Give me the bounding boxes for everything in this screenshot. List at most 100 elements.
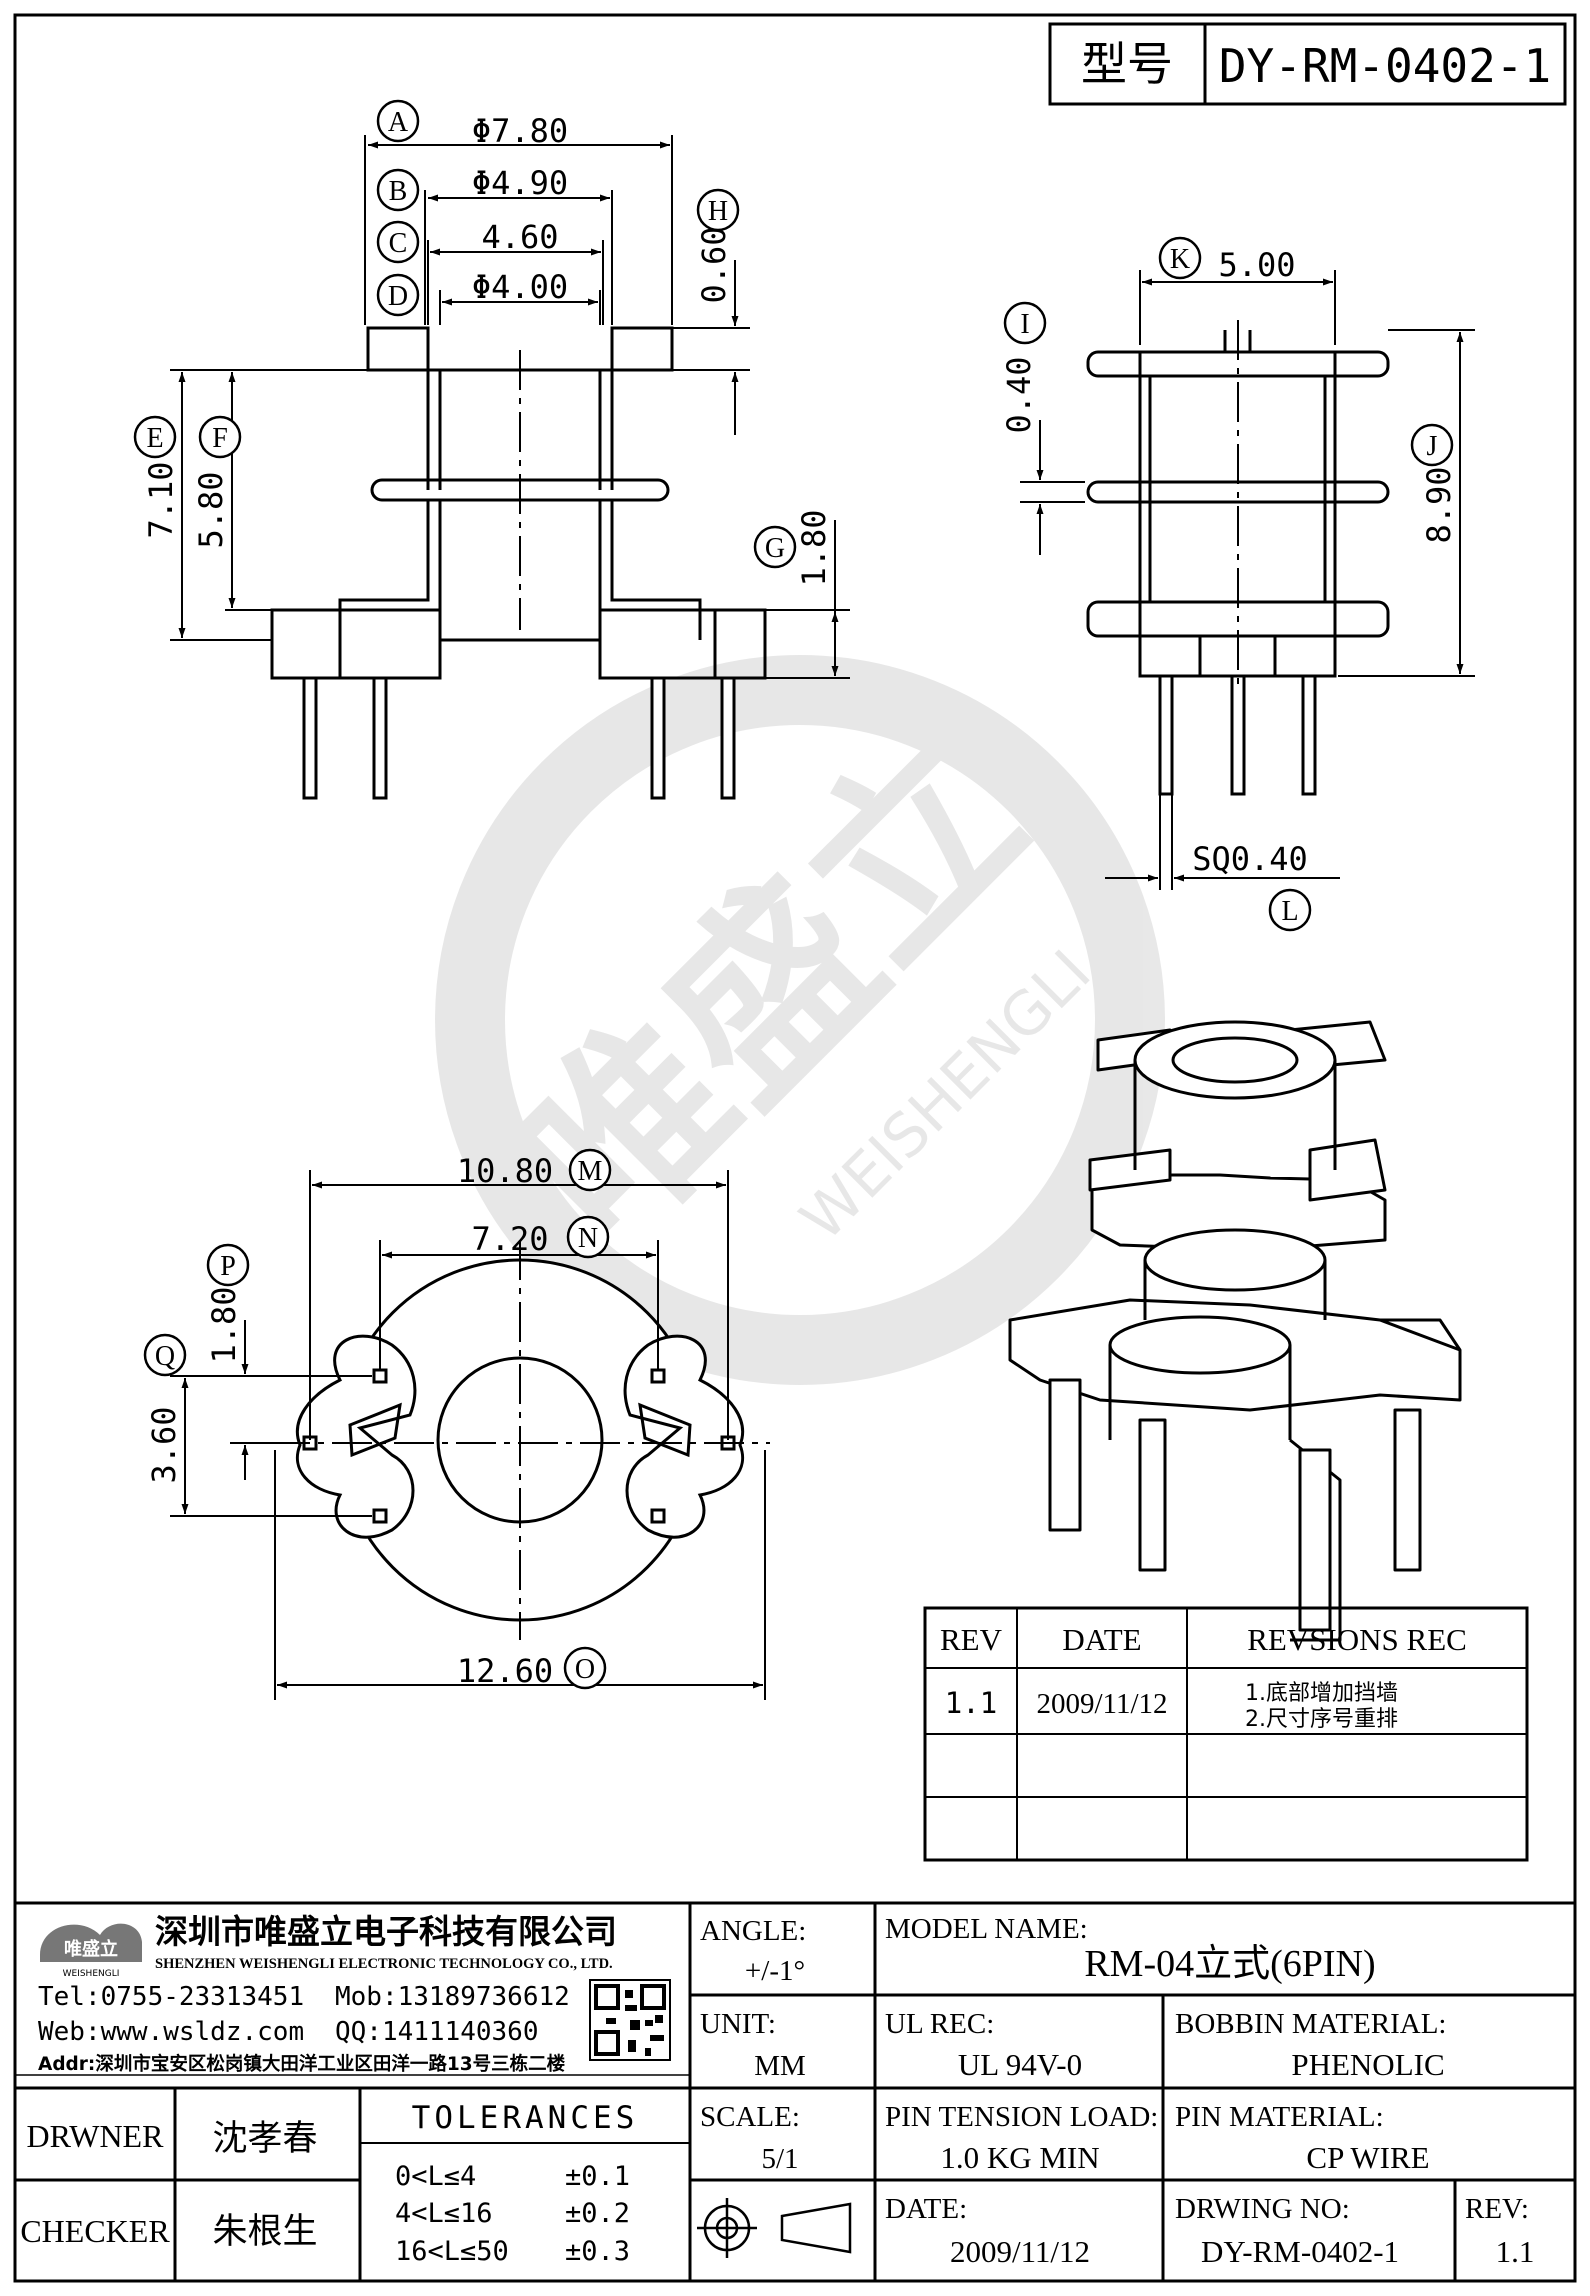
callout-b: B bbox=[376, 168, 420, 212]
dim-a-value: Φ7.80 bbox=[472, 112, 568, 150]
tolerance-value: ±0.2 bbox=[565, 2198, 630, 2229]
callout-q: Q bbox=[143, 1333, 187, 1377]
top-tab-left bbox=[366, 326, 430, 372]
ul-label: UL REC: bbox=[885, 2008, 994, 2040]
tolerance-value: ±0.3 bbox=[565, 2236, 630, 2267]
svg-text:M: M bbox=[578, 1156, 603, 1187]
svg-text:P: P bbox=[220, 1251, 236, 1282]
company-qq: QQ:1411140360 bbox=[335, 2017, 539, 2047]
company-web: Web:www.wsldz.com bbox=[38, 2017, 304, 2047]
revision-table: REV DATE REVSIONS REC 1.1 2009/11/12 1.底… bbox=[923, 1606, 1529, 1862]
revision-rec-1: 1.底部增加挡墙 bbox=[1245, 1681, 1398, 1706]
dim-i-value: 0.40 bbox=[1000, 356, 1038, 433]
tolerance-range: 4<L≤16 bbox=[395, 2198, 493, 2229]
date-col-header: DATE bbox=[1062, 1622, 1141, 1657]
dim-g-value: 1.80 bbox=[795, 509, 833, 586]
svg-text:C: C bbox=[389, 228, 408, 259]
pin-tension-value: 1.0 KG MIN bbox=[940, 2140, 1099, 2175]
company-name-en: SHENZHEN WEISHENGLI ELECTRONIC TECHNOLOG… bbox=[155, 1956, 613, 1972]
callout-e: E bbox=[133, 415, 177, 459]
svg-text:O: O bbox=[575, 1654, 595, 1685]
date-label: DATE: bbox=[885, 2193, 967, 2225]
dim-b-value: Φ4.90 bbox=[472, 164, 568, 202]
svg-text:E: E bbox=[146, 423, 163, 454]
side-view bbox=[1020, 270, 1475, 890]
tolerances-title: TOLERANCES bbox=[412, 2100, 639, 2136]
dim-h-value: 0.60 bbox=[695, 226, 733, 303]
qr-code bbox=[589, 1979, 671, 2061]
checker-name: 朱根生 bbox=[212, 2212, 317, 2252]
logo-text: 唯盛立 bbox=[64, 1938, 118, 1960]
isometric-view bbox=[1008, 1020, 1462, 1642]
unit-label: UNIT: bbox=[700, 2008, 776, 2040]
svg-text:B: B bbox=[389, 176, 408, 207]
rec-col-header: REVSIONS REC bbox=[1247, 1622, 1467, 1657]
model-label: MODEL NAME: bbox=[885, 1913, 1088, 1945]
svg-text:A: A bbox=[388, 107, 409, 138]
dim-j-value: 8.90 bbox=[1420, 466, 1458, 543]
logo-subtext: WEISHENGLI bbox=[63, 1969, 120, 1979]
dim-c-value: 4.60 bbox=[481, 218, 558, 256]
revision-row: 1.1 2009/11/12 1.底部增加挡墙 2.尺寸序号重排 bbox=[945, 1681, 1398, 1732]
date-value: 2009/11/12 bbox=[950, 2234, 1090, 2269]
projection-symbol-icon bbox=[697, 2198, 852, 2258]
drawer-name: 沈孝春 bbox=[212, 2119, 317, 2159]
svg-text:Q: Q bbox=[155, 1341, 175, 1372]
company-name-cn: 深圳市唯盛立电子科技有限公司 bbox=[155, 1912, 617, 1951]
tolerance-row: 0<L≤4 ±0.1 bbox=[395, 2161, 630, 2192]
dim-n-value: 7.20 bbox=[471, 1220, 548, 1258]
bobbin-material-label: BOBBIN MATERIAL: bbox=[1175, 2008, 1446, 2040]
dim-l-value: SQ0.40 bbox=[1192, 840, 1308, 878]
type-label: 型号 bbox=[1081, 37, 1173, 91]
callout-a: A bbox=[376, 99, 420, 143]
tolerance-row: 16<L≤50 ±0.3 bbox=[395, 2236, 630, 2267]
callout-h: H bbox=[696, 188, 740, 232]
header-part-number: DY-RM-0402-1 bbox=[1219, 39, 1551, 93]
pin-tension-label: PIN TENSION LOAD: bbox=[885, 2101, 1158, 2133]
callout-d: D bbox=[376, 273, 420, 317]
dim-e-value: 7.10 bbox=[142, 461, 180, 538]
tolerance-range: 16<L≤50 bbox=[395, 2236, 509, 2267]
pin-material-value: CP WIRE bbox=[1306, 2140, 1429, 2175]
callout-k: K bbox=[1158, 236, 1202, 280]
svg-text:L: L bbox=[1281, 896, 1298, 927]
callout-i: I bbox=[1003, 301, 1047, 345]
title-block: 唯盛立 WEISHENGLI 深圳市唯盛立电子科技有限公司 SHENZHEN W… bbox=[15, 1901, 1575, 2281]
svg-text:G: G bbox=[765, 533, 785, 564]
scale-label: SCALE: bbox=[700, 2101, 800, 2133]
model-value: RM-04立式(6PIN) bbox=[1084, 1943, 1375, 1985]
sheet-border bbox=[13, 13, 1577, 2283]
drawing-number-label: DRWING NO: bbox=[1175, 2193, 1350, 2225]
svg-text:F: F bbox=[212, 423, 228, 454]
rev-col-header: REV bbox=[940, 1622, 1003, 1657]
pin-material-label: PIN MATERIAL: bbox=[1175, 2101, 1384, 2133]
callout-p: P bbox=[206, 1243, 250, 1287]
callout-g: G bbox=[753, 525, 797, 569]
bobbin-material-value: PHENOLIC bbox=[1291, 2047, 1444, 2082]
dim-f-value: 5.80 bbox=[192, 471, 230, 548]
company-address: Addr:深圳市宝安区松岗镇大田洋工业区田洋一路13号三栋二楼 bbox=[38, 2053, 566, 2075]
rev-label: REV: bbox=[1465, 2193, 1529, 2225]
front-view bbox=[170, 135, 850, 800]
svg-text:J: J bbox=[1427, 431, 1438, 462]
dim-q-value: 3.60 bbox=[145, 1406, 183, 1483]
company-mob: Mob:13189736612 bbox=[335, 1982, 570, 2012]
top-tab-right bbox=[610, 326, 674, 372]
angle-value: +/-1° bbox=[745, 1955, 805, 1987]
callout-m: M bbox=[568, 1148, 612, 1192]
revision-date: 2009/11/12 bbox=[1036, 1688, 1167, 1720]
svg-text:I: I bbox=[1020, 309, 1029, 340]
svg-text:D: D bbox=[388, 281, 408, 312]
svg-text:N: N bbox=[578, 1223, 598, 1254]
checker-label: CHECKER bbox=[20, 2213, 170, 2249]
scale-value: 5/1 bbox=[761, 2143, 798, 2175]
callout-c: C bbox=[376, 220, 420, 264]
dim-o-value: 12.60 bbox=[457, 1652, 553, 1690]
watermark: 唯盛立 WEISHENGLI bbox=[435, 655, 1165, 1385]
tolerance-value: ±0.1 bbox=[565, 2161, 630, 2192]
ul-value: UL 94V-0 bbox=[958, 2047, 1082, 2082]
drawing-number-value: DY-RM-0402-1 bbox=[1201, 2234, 1399, 2269]
revision-rec-2: 2.尺寸序号重排 bbox=[1245, 1707, 1398, 1732]
